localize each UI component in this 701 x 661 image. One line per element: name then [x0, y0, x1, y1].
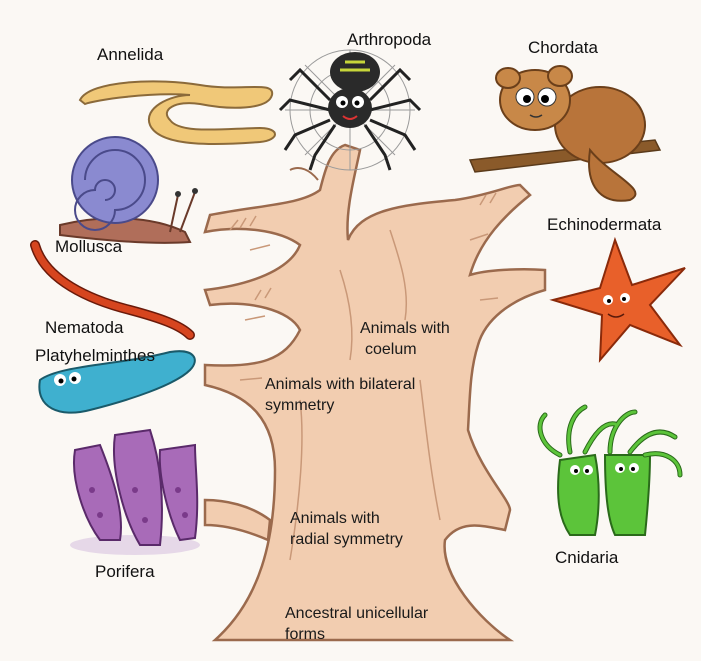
tree-label-coelum: Animals with coelum — [360, 318, 450, 360]
label-arthropoda: Arthropoda — [347, 30, 431, 50]
porifera-illustration — [70, 430, 200, 555]
label-chordata: Chordata — [528, 38, 598, 58]
label-annelida: Annelida — [97, 45, 163, 65]
label-platyhelminthes: Platyhelminthes — [35, 346, 155, 366]
branch-bottom-left — [205, 500, 270, 540]
tree-label-ancestral: Ancestral unicellular forms — [285, 603, 428, 645]
tree-label-radial-line2: radial symmetry — [290, 529, 403, 550]
tree-label-ancestral-line2: forms — [285, 624, 428, 645]
label-nematoda: Nematoda — [45, 318, 123, 338]
tree-label-bilateral-line2: symmetry — [265, 395, 415, 416]
tree-label-bilateral: Animals with bilateral symmetry — [265, 374, 415, 416]
label-cnidaria: Cnidaria — [555, 548, 618, 568]
tree-label-coelum-line1: Animals with — [360, 318, 450, 339]
tree-label-bilateral-line1: Animals with bilateral — [265, 374, 415, 395]
tree-label-ancestral-line1: Ancestral unicellular — [285, 603, 428, 624]
label-echinodermata: Echinodermata — [547, 215, 661, 235]
label-porifera: Porifera — [95, 562, 155, 582]
tree-label-coelum-line2: coelum — [360, 339, 450, 360]
arthropoda-illustration — [280, 50, 420, 170]
branch-annelida — [290, 168, 318, 180]
echinodermata-illustration — [553, 240, 685, 360]
chordata-illustration — [470, 66, 660, 201]
mollusca-illustration — [60, 137, 198, 243]
annelida-illustration — [80, 81, 275, 144]
tree-label-radial-line1: Animals with — [290, 508, 403, 529]
cnidaria-illustration — [540, 407, 680, 535]
label-mollusca: Mollusca — [55, 237, 122, 257]
tree-label-radial: Animals with radial symmetry — [290, 508, 403, 550]
